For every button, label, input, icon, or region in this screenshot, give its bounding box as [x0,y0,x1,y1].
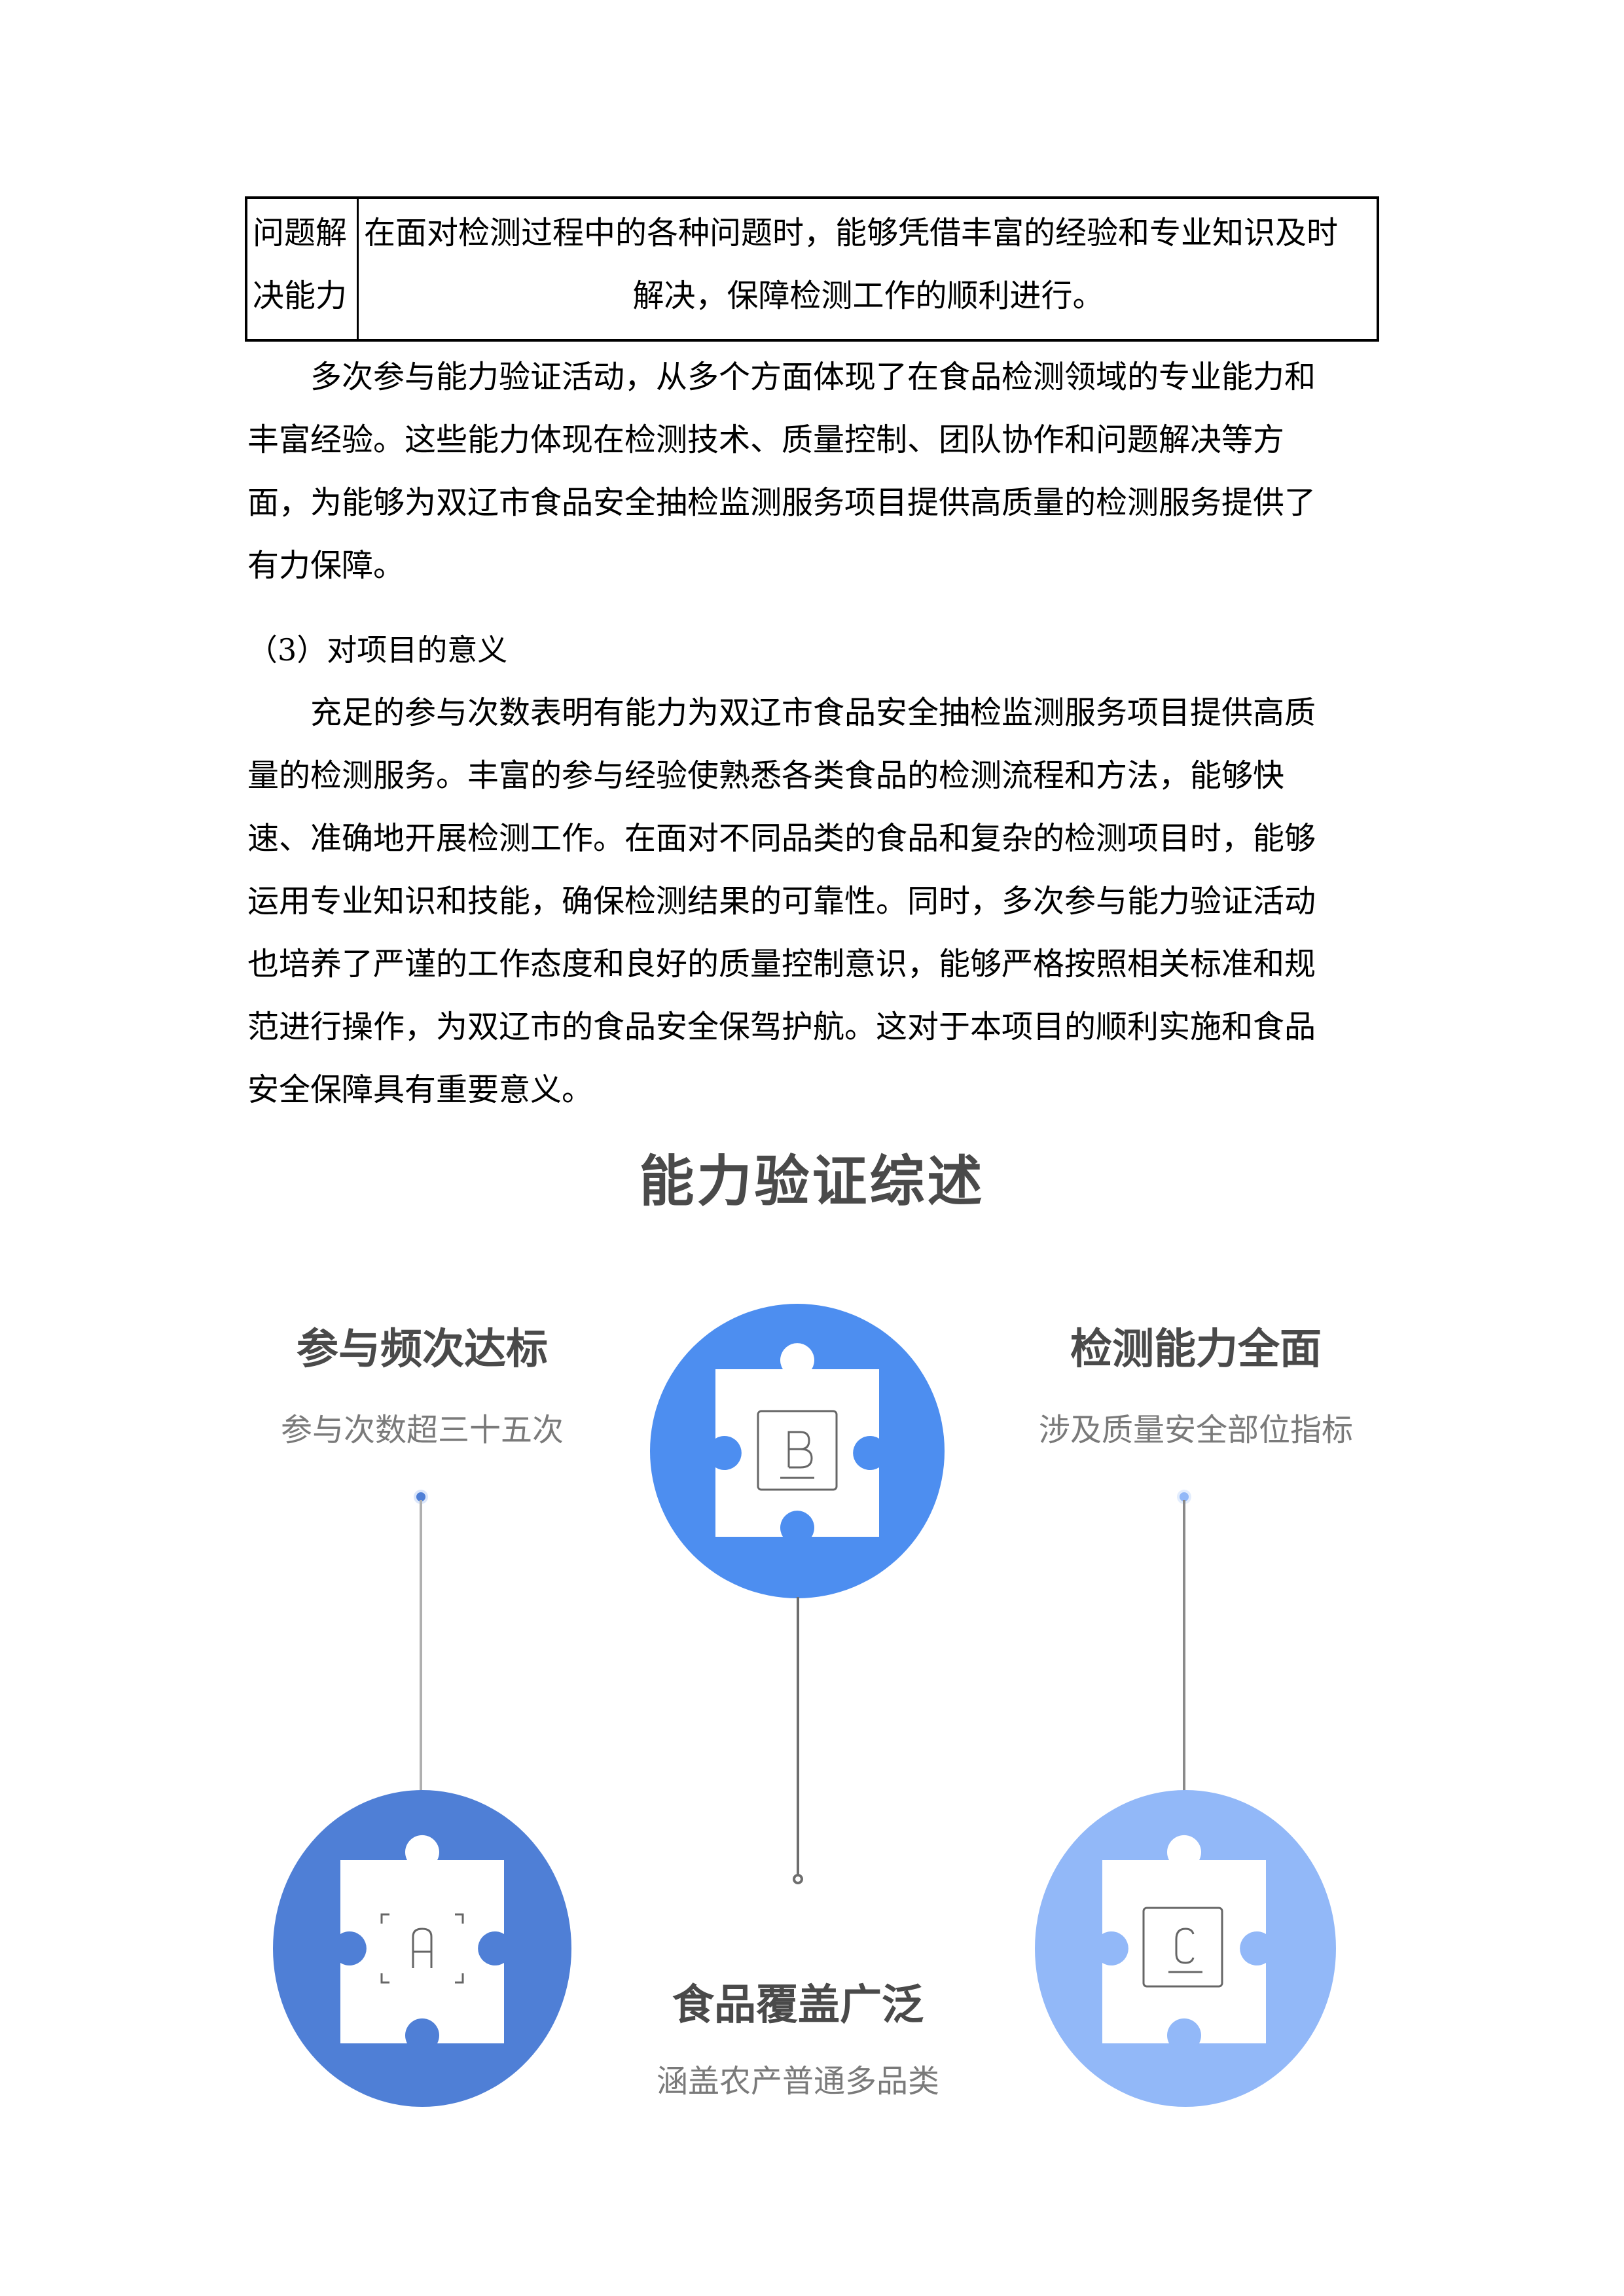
puzzle-circle-c [1035,1790,1336,2107]
puzzle-piece-icon [715,1343,879,1537]
card-c-subtitle: 涉及质量安全部位指标 [1038,1412,1353,1448]
paragraph-line: 多次参与能力验证活动，从多个方面体现了在食品检测领域的专业能力和 [310,359,1316,395]
paragraph-line: 安全保障具有重要意义。 [247,1071,594,1108]
paragraph-line: 量的检测服务。丰富的参与经验使熟悉各类食品的检测流程和方法，能够快 [247,757,1285,794]
connector-dot [1180,1492,1189,1501]
card-b-subtitle: 涵盖农产普通多品类 [656,2063,939,2100]
table-content-line: 解决，保障检测工作的顺利进行。 [632,278,1104,314]
paragraph-line: 速、准确地开展检测工作。在面对不同品类的食品和复杂的检测项目时，能够 [247,820,1316,857]
table-label-line: 问题解 [253,215,348,251]
paragraph-significance: 充足的参与次数表明有能力为双辽市食品安全抽检监测服务项目提供高质 量的检测服务。… [247,681,1384,1121]
paragraph-line: 有力保障。 [247,547,405,584]
connector-line [1183,1500,1185,1791]
table-content-line: 在面对检测过程中的各种问题时，能够凭借丰富的经验和专业知识及时 [364,215,1339,251]
connector-line [420,1500,422,1791]
card-c-title: 检测能力全面 [1070,1325,1322,1374]
paragraph-line: 运用专业知识和技能，确保检测结果的可靠性。同时，多次参与能力验证活动 [247,883,1316,920]
connector-line [797,1597,799,1877]
paragraph-summary: 多次参与能力验证活动，从多个方面体现了在食品检测领域的专业能力和 丰富经验。这些… [247,346,1384,597]
paragraph-line: 范进行操作，为双辽市的食品安全保驾护航。这对于本项目的顺利实施和食品 [247,1009,1316,1045]
puzzle-piece-icon [340,1835,504,2043]
card-b-title: 食品覆盖广泛 [672,1981,924,2030]
card-a-subtitle: 参与次数超三十五次 [280,1412,564,1448]
paragraph-line: 充足的参与次数表明有能力为双辽市食品安全抽检监测服务项目提供高质 [310,694,1316,731]
card-a-title: 参与频次达标 [297,1325,548,1374]
puzzle-circle-a [273,1790,571,2107]
section-heading: （3）对项目的意义 [247,632,508,668]
paragraph-line: 也培养了严谨的工作态度和良好的质量控制意识，能够严格按照相关标准和规 [247,946,1316,982]
table-content-cell: 在面对检测过程中的各种问题时，能够凭借丰富的经验和专业知识及时 解决，保障检测工… [360,199,1377,339]
connector-dot [416,1492,425,1501]
infographic-title: 能力验证综述 [639,1149,985,1213]
connector-dot [793,1874,803,1884]
puzzle-piece-icon [1102,1835,1266,2043]
puzzle-circle-b [650,1304,945,1598]
paragraph-line: 面，为能够为双辽市食品安全抽检监测服务项目提供高质量的检测服务提供了 [247,484,1316,521]
paragraph-line: 丰富经验。这些能力体现在检测技术、质量控制、团队协作和问题解决等方 [247,422,1285,458]
table-label-cell: 问题解 决能力 [247,199,359,339]
capability-table: 问题解 决能力 在面对检测过程中的各种问题时，能够凭借丰富的经验和专业知识及时 … [245,196,1379,342]
table-label-line: 决能力 [253,278,348,314]
table-label: 问题解 决能力 [253,202,357,327]
